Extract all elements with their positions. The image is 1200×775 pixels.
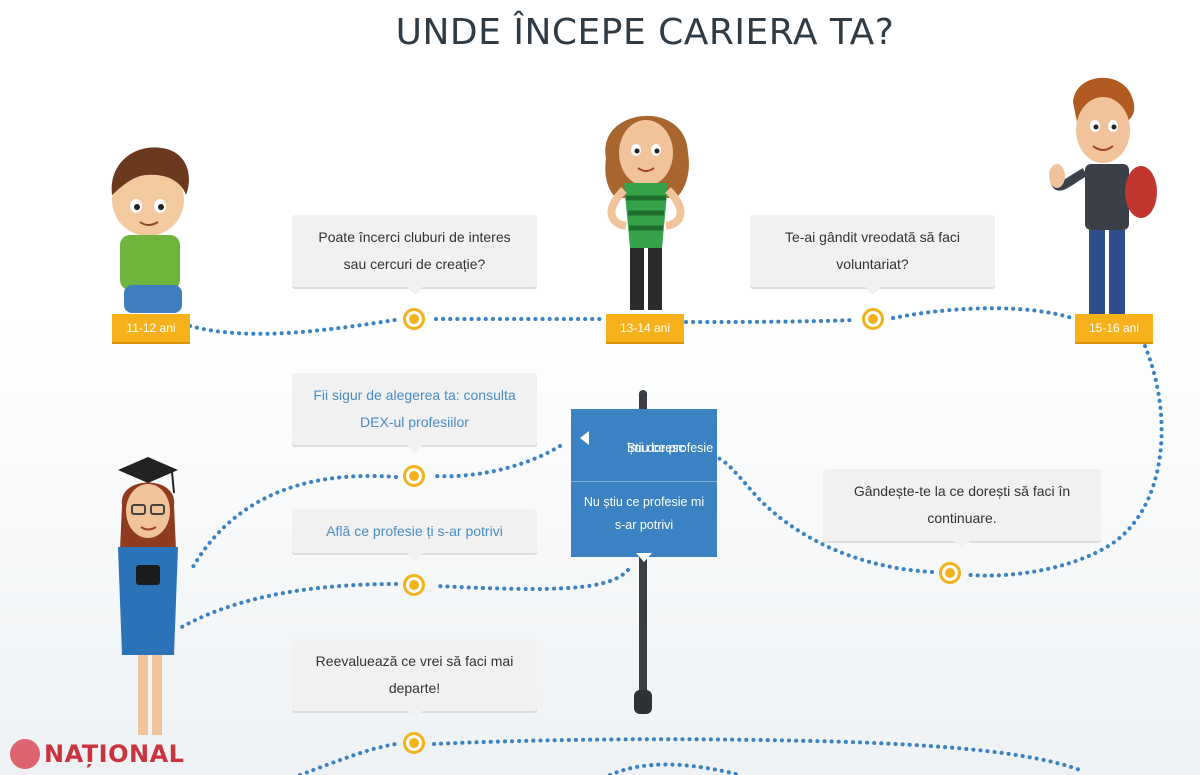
- page-title: UNDE ÎNCEPE CARIERA TA?: [395, 12, 895, 53]
- node-volunteer[interactable]: [862, 308, 884, 330]
- node-clubs[interactable]: [403, 308, 425, 330]
- path-bottom-middle: [608, 762, 742, 775]
- path-age2-to-node2: [684, 318, 857, 324]
- age-tag-13-14: 13-14 ani: [606, 314, 684, 342]
- decision-dont-know-button[interactable]: Nu știu ce profesie mi s-ar potrivi: [583, 495, 705, 532]
- path-node2-to-age3: [891, 306, 1074, 320]
- age-tag-15-16: 15-16 ani: [1075, 314, 1153, 342]
- watermark-logo: NAȚIONAL: [10, 738, 184, 770]
- path-dex-to-grad: [188, 474, 398, 574]
- node-think[interactable]: [939, 562, 961, 584]
- path-reeval-bottom: [298, 742, 398, 775]
- path-think-to-decision: [716, 456, 934, 574]
- arrow-down-icon: [636, 553, 652, 562]
- path-decision-to-dex: [432, 444, 562, 479]
- boy-character-icon: [111, 147, 189, 313]
- girl-character-icon: [605, 115, 689, 310]
- signpost-foot: [634, 690, 652, 714]
- age-tag-11-12: 11-12 ani: [112, 314, 190, 342]
- node-dex[interactable]: [403, 465, 425, 487]
- path-age3-to-think: [968, 344, 1164, 578]
- graduate-character-icon: [118, 457, 178, 735]
- node-find[interactable]: [403, 574, 425, 596]
- bubble-find-profession-link[interactable]: Află ce profesie ți s-ar potrivi: [292, 509, 537, 561]
- path-find-to-grad: [178, 582, 398, 630]
- arrow-left-icon: [580, 431, 589, 445]
- teen-boy-character-icon: [1049, 77, 1157, 314]
- node-reevaluate[interactable]: [403, 732, 425, 754]
- path-reeval-right: [432, 737, 1082, 772]
- logo-text: NAȚIONAL: [44, 740, 185, 768]
- path-decision-to-find: [434, 568, 630, 591]
- path-age1-to-node1: [188, 318, 397, 336]
- logo-mark-icon: [10, 739, 40, 769]
